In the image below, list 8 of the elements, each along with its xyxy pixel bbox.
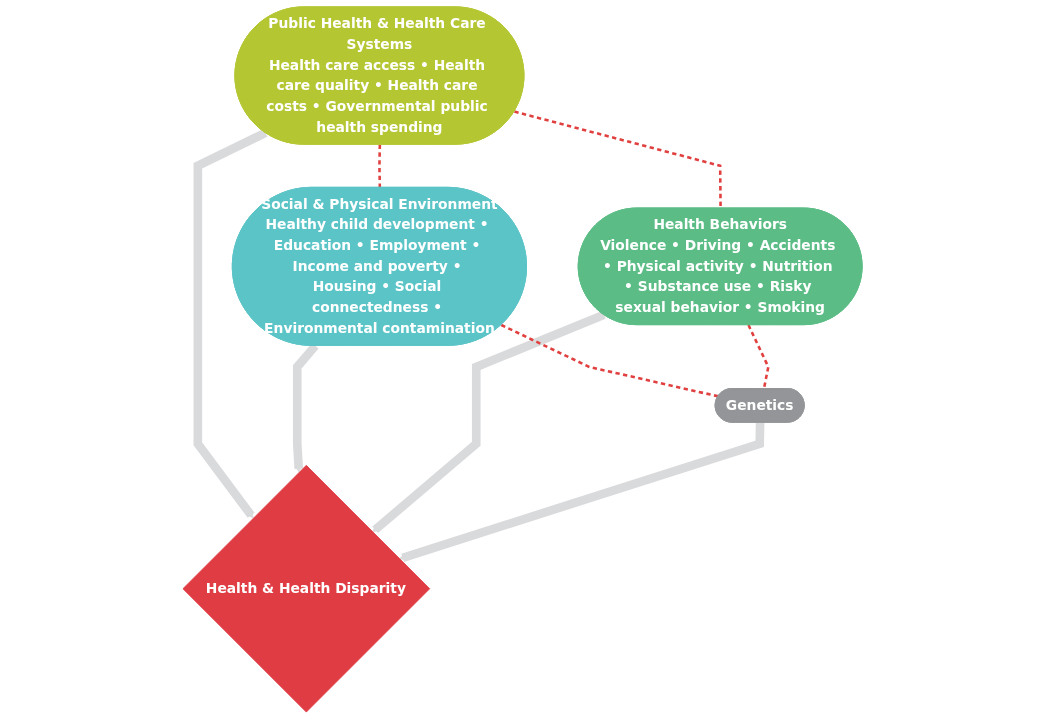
arrow	[193, 128, 268, 519]
connector	[378, 144, 382, 188]
arrow	[399, 422, 765, 562]
arrow	[372, 310, 606, 534]
connector	[500, 323, 719, 398]
node-diamond: Health & Health Disparity	[182, 464, 431, 713]
connector	[747, 324, 770, 390]
connector	[514, 110, 722, 209]
